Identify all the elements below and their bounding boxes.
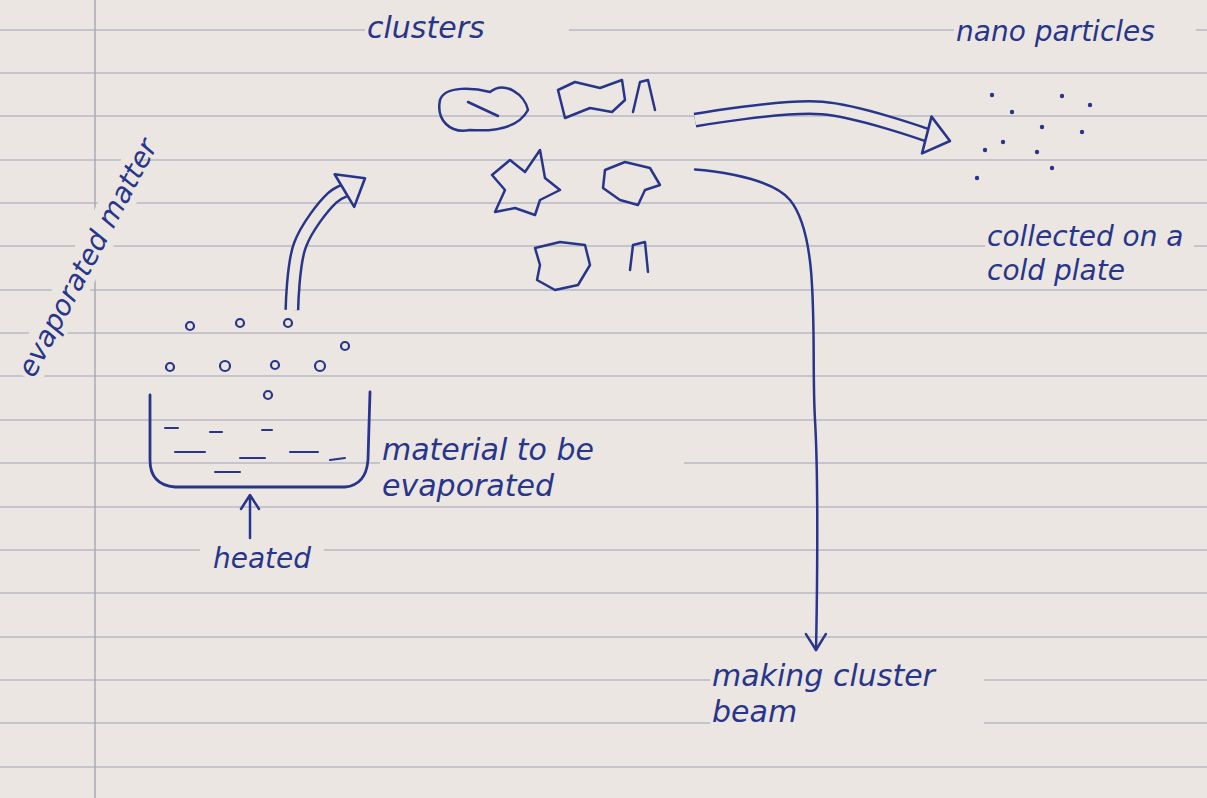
cluster-blob bbox=[633, 80, 655, 112]
cluster-group: clusters bbox=[365, 10, 695, 300]
arrow-head bbox=[806, 634, 826, 650]
particle-dot bbox=[1040, 125, 1044, 129]
node-text: nano particles bbox=[954, 15, 1196, 49]
bubble bbox=[271, 361, 279, 369]
vapour-bubbles bbox=[166, 319, 349, 399]
bubble bbox=[341, 342, 349, 350]
cluster-blob bbox=[558, 80, 625, 118]
nanoparticle-group: nano particles collected on a cold plate bbox=[950, 15, 1200, 365]
particle-dot bbox=[1001, 140, 1005, 144]
particle-dot bbox=[1060, 94, 1064, 98]
crucible bbox=[150, 392, 370, 487]
particle-dot bbox=[1080, 130, 1084, 134]
nano-particle-dots bbox=[975, 93, 1092, 180]
node-text: making cluster beam bbox=[710, 658, 984, 730]
ruled-line bbox=[0, 202, 1207, 204]
particle-dot bbox=[1010, 110, 1014, 114]
bubble bbox=[220, 361, 230, 371]
liquid-dash bbox=[262, 429, 272, 431]
heat-arrow bbox=[241, 495, 259, 538]
arrow-body-fill bbox=[292, 191, 345, 310]
ruled-line bbox=[0, 722, 1207, 724]
ruled-line bbox=[0, 636, 1207, 638]
ruled-line bbox=[0, 115, 1207, 117]
annotation: heated bbox=[200, 542, 324, 576]
node-text: material to be evaporated bbox=[380, 432, 684, 504]
cluster-blob bbox=[603, 162, 660, 205]
ruled-line bbox=[0, 419, 1207, 421]
arrow-body-fill bbox=[695, 108, 927, 135]
particle-dot bbox=[1088, 103, 1092, 107]
ruled-line bbox=[0, 159, 1207, 161]
bubble bbox=[315, 361, 325, 371]
ruled-line bbox=[0, 592, 1207, 594]
cluster-blob bbox=[439, 88, 528, 131]
ruled-line bbox=[0, 289, 1207, 291]
liquid-dash bbox=[290, 451, 318, 453]
ruled-line bbox=[0, 72, 1207, 74]
molten-material bbox=[165, 428, 345, 472]
flow-arrow bbox=[695, 108, 950, 154]
liquid-dash bbox=[240, 457, 265, 459]
ruled-line bbox=[0, 766, 1207, 768]
particle-dot bbox=[1050, 166, 1054, 170]
particle-dot bbox=[990, 93, 994, 97]
ruled-line bbox=[0, 375, 1207, 377]
liquid-dash bbox=[175, 451, 205, 453]
arrow-body bbox=[695, 108, 927, 135]
flow-arrow bbox=[292, 174, 365, 310]
ruled-line bbox=[0, 549, 1207, 551]
arrow-head bbox=[335, 174, 365, 207]
liquid-dash bbox=[330, 458, 345, 460]
liquid-dash bbox=[215, 471, 240, 473]
bubble bbox=[166, 363, 174, 371]
ruled-line bbox=[0, 332, 1207, 334]
bubble bbox=[284, 319, 292, 327]
crucible-group: material to be evaporated bbox=[140, 310, 760, 510]
ruled-line bbox=[0, 506, 1207, 508]
cluster-blobs bbox=[439, 80, 660, 290]
bubble bbox=[236, 319, 244, 327]
beam-group: making cluster beam bbox=[700, 650, 990, 785]
particle-dot bbox=[1035, 150, 1039, 154]
arrow-line bbox=[695, 170, 817, 651]
ruled-lines bbox=[0, 30, 1207, 767]
margin-line bbox=[94, 0, 96, 798]
ruled-line bbox=[0, 679, 1207, 681]
bubble bbox=[186, 322, 194, 330]
bubble bbox=[264, 391, 272, 399]
liquid-dash bbox=[165, 427, 178, 429]
particle-dot bbox=[975, 176, 979, 180]
arrow-head bbox=[922, 117, 950, 154]
flow-arrow bbox=[695, 170, 826, 651]
node-text: collected on a cold plate bbox=[985, 220, 1194, 287]
liquid-dash bbox=[210, 431, 222, 433]
particle-dot bbox=[983, 148, 987, 152]
node-text: clusters bbox=[365, 10, 569, 46]
arrow-body bbox=[292, 191, 345, 310]
cluster-blob bbox=[492, 150, 560, 215]
cluster-blob bbox=[630, 242, 648, 272]
annotation: evaporated matter bbox=[10, 153, 154, 384]
cluster-blob bbox=[535, 242, 590, 290]
